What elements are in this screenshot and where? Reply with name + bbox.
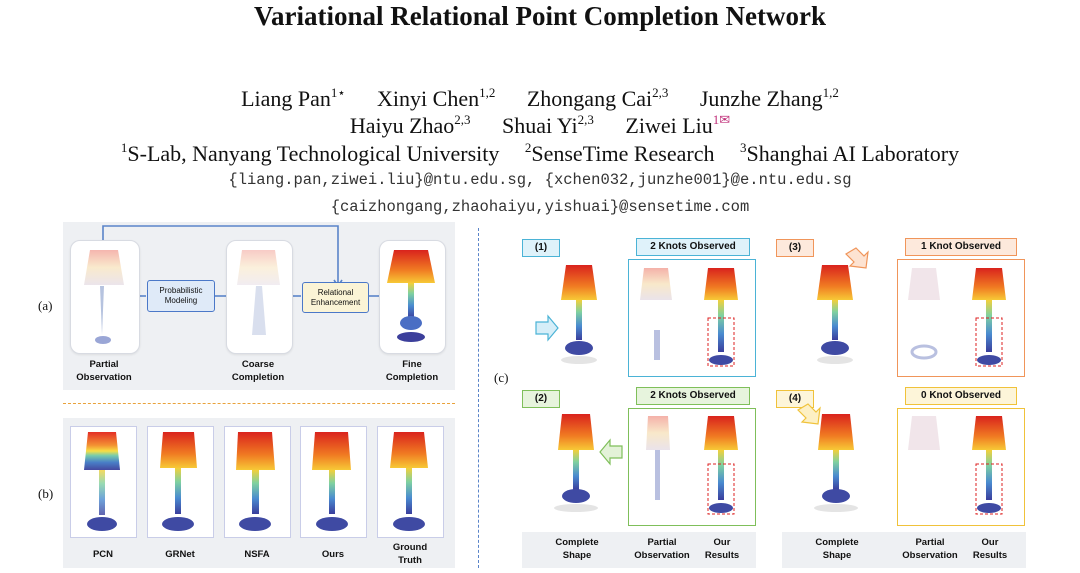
result-frame bbox=[897, 408, 1025, 526]
case-number-tag: (1) bbox=[522, 239, 560, 257]
author: Xinyi Chen1,2 bbox=[377, 85, 496, 111]
email-line-2: {caizhongang,zhaohaiyu,yishuai}@sensetim… bbox=[330, 198, 750, 216]
panel-c-label: (c) bbox=[494, 370, 509, 385]
affiliation-list: 1S-Lab, Nanyang Technological University… bbox=[0, 134, 1080, 168]
author-list-line-1: Liang Pan1⋆ Xinyi Chen1,2 Zhongang Cai2,… bbox=[0, 80, 1080, 112]
affiliation: 3Shanghai AI Laboratory bbox=[739, 140, 960, 166]
column-labels-bar-right bbox=[782, 532, 1026, 568]
result-frame bbox=[628, 408, 756, 526]
paper-title: Variational Relational Point Completion … bbox=[254, 1, 826, 31]
panel-separator bbox=[63, 403, 455, 404]
author: Junzhe Zhang1,2 bbox=[699, 85, 839, 111]
affiliation: 1S-Lab, Nanyang Technological University bbox=[120, 140, 500, 166]
author: Liang Pan1⋆ bbox=[241, 85, 346, 111]
email-line-1: {liang.pan,ziwei.liu}@ntu.edu.sg, {xchen… bbox=[228, 171, 852, 189]
case-number-tag: (2) bbox=[522, 390, 560, 408]
method-caption: GRNet bbox=[165, 549, 195, 560]
author: Shuai Yi2,3 bbox=[502, 112, 594, 138]
panel-b-label: (b) bbox=[38, 486, 54, 501]
column-labels-bar-left bbox=[522, 532, 756, 568]
result-frame bbox=[628, 259, 756, 377]
case-title-tag: 2 Knots Observed bbox=[636, 238, 750, 256]
case-title-tag: 1 Knot Observed bbox=[905, 238, 1017, 256]
panel-a-label: (a) bbox=[38, 298, 53, 313]
case-number-tag: (3) bbox=[776, 239, 814, 257]
author: Ziwei Liu1✉ bbox=[625, 112, 731, 138]
author: Zhongang Cai2,3 bbox=[526, 85, 669, 111]
case-title-tag: 0 Knot Observed bbox=[905, 387, 1017, 405]
method-caption: PCN bbox=[92, 549, 114, 560]
author-list-line-2: Haiyu Zhao2,3 Shuai Yi2,3 Ziwei Liu1✉ bbox=[0, 107, 1080, 139]
case-title-tag: 2 Knots Observed bbox=[636, 387, 750, 405]
author: Haiyu Zhao2,3 bbox=[349, 112, 471, 138]
panel-divider bbox=[478, 228, 479, 568]
method-caption: NSFA bbox=[244, 549, 270, 560]
method-caption: Ours bbox=[321, 549, 345, 560]
case-number-tag: (4) bbox=[776, 390, 814, 408]
result-frame bbox=[897, 259, 1025, 377]
affiliation: 2SenseTime Research bbox=[524, 140, 715, 166]
